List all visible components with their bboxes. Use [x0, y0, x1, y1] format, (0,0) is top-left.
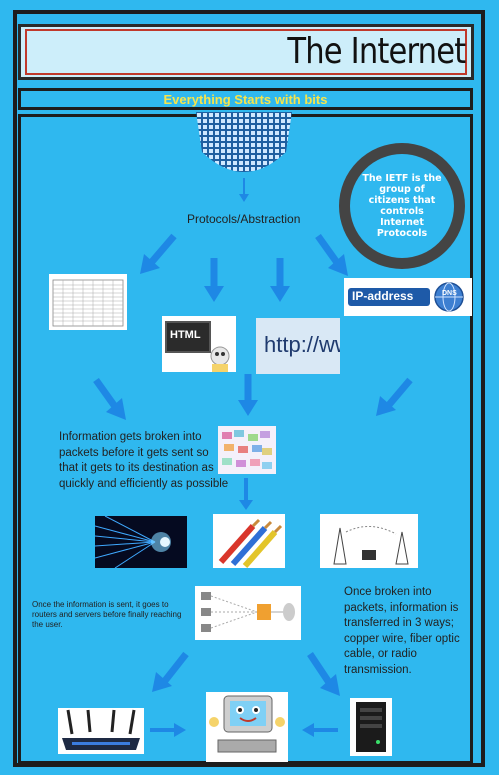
poster-frame: [13, 10, 485, 767]
packets-image: [218, 426, 276, 474]
protocol-table-image: [49, 274, 127, 330]
arrow-down-left-icon: [376, 377, 413, 416]
arrow-down-icon: [270, 258, 290, 302]
router-image: [58, 708, 144, 754]
copper-wire-image: [213, 514, 285, 568]
http-label: http://www: [264, 332, 340, 357]
radio-towers-image: [320, 514, 418, 568]
arrow-down-icon: [204, 258, 224, 302]
protocols-label: Protocols/Abstraction: [187, 212, 301, 226]
ip-label: IP-address: [352, 289, 414, 303]
http-image: http://www: [256, 318, 340, 374]
arrow-down-left-icon: [140, 233, 177, 274]
ip-address-image: IP-address DNS: [344, 278, 472, 316]
subtitle: Everything Starts with bits: [163, 92, 328, 107]
network-diagram-image: [195, 586, 301, 640]
arrow-down-right-icon: [93, 378, 126, 420]
html-label: HTML: [170, 329, 201, 341]
computer-user-image: [206, 692, 288, 762]
arrow-down-icon: [238, 374, 258, 416]
title-box: The Internet: [18, 24, 474, 80]
ietf-text: The IETF is the group of citizens that c…: [362, 173, 442, 239]
arrow-down-icon: [239, 178, 249, 202]
arrow-down-icon: [239, 478, 253, 510]
arrow-down-right-icon: [307, 652, 340, 696]
fiber-optic-image: [95, 516, 187, 568]
arrow-right-icon: [150, 723, 186, 737]
arrow-down-right-icon: [315, 234, 348, 276]
ietf-circle: The IETF is the group of citizens that c…: [339, 143, 465, 269]
title-inner-border: [25, 29, 467, 75]
server-image: [350, 698, 392, 756]
arrow-down-left-icon: [152, 651, 189, 692]
packets-text: Information gets broken into packets bef…: [59, 431, 229, 490]
bits-grid-image: [196, 112, 292, 172]
subtitle-bar: Everything Starts with bits: [18, 88, 473, 110]
transfer-text: Once broken into packets, information is…: [344, 586, 460, 676]
routers-text: Once the information is sent, it goes to…: [32, 600, 182, 629]
arrow-left-icon: [302, 723, 338, 737]
dns-label: DNS: [442, 290, 457, 297]
globe-icon: [434, 282, 464, 312]
html-board-image: HTML: [162, 316, 236, 372]
page-title: The Internet: [287, 31, 466, 72]
